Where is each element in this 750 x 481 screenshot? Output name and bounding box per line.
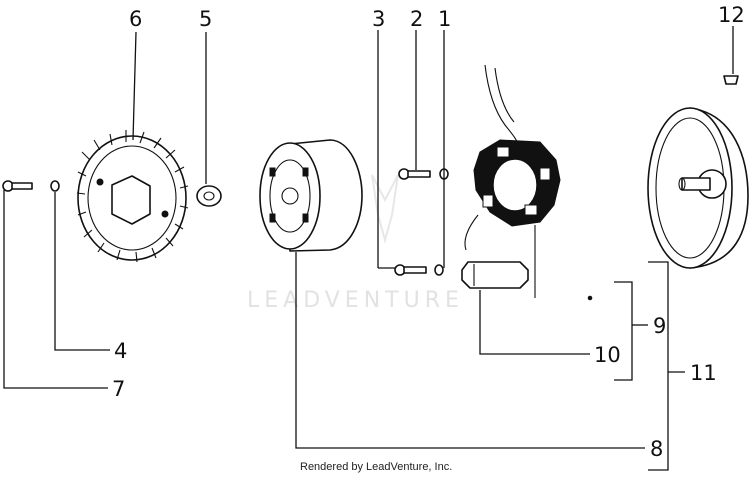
leader-lines — [3, 26, 734, 471]
callout-4: 4 — [114, 339, 127, 363]
part-7-screw — [2, 180, 33, 192]
part-1-washer-lower — [434, 264, 444, 276]
part-12-nut — [723, 75, 739, 85]
callout-9: 9 — [653, 314, 666, 338]
callouts: 1 2 3 4 5 6 7 8 9 10 11 12 — [112, 3, 745, 461]
callout-6: 6 — [129, 7, 142, 31]
callout-7: 7 — [112, 377, 125, 401]
part-3-screw-lower — [394, 264, 427, 276]
part-2-screw-upper — [398, 168, 431, 180]
callout-5: 5 — [199, 7, 212, 31]
callout-10: 10 — [594, 343, 621, 367]
part-6-fan — [76, 130, 189, 263]
callout-11: 11 — [690, 361, 717, 385]
part-5-nut — [196, 185, 222, 207]
callout-3: 3 — [372, 7, 385, 31]
part-9-stator — [464, 64, 593, 301]
watermark: LEADVENTURE — [247, 174, 464, 313]
watermark-text: LEADVENTURE — [247, 288, 464, 313]
callout-2: 2 — [410, 7, 423, 31]
callout-1: 1 — [438, 7, 451, 31]
watermark-logo-icon — [371, 174, 399, 244]
part-11-cover — [647, 107, 749, 269]
part-8-rotor — [259, 139, 363, 252]
credit-text: Rendered by LeadVenture, Inc. — [300, 461, 452, 473]
callout-12: 12 — [718, 3, 745, 27]
part-10-pickup — [461, 261, 529, 289]
callout-8: 8 — [650, 437, 663, 461]
part-4-washer — [50, 180, 60, 192]
